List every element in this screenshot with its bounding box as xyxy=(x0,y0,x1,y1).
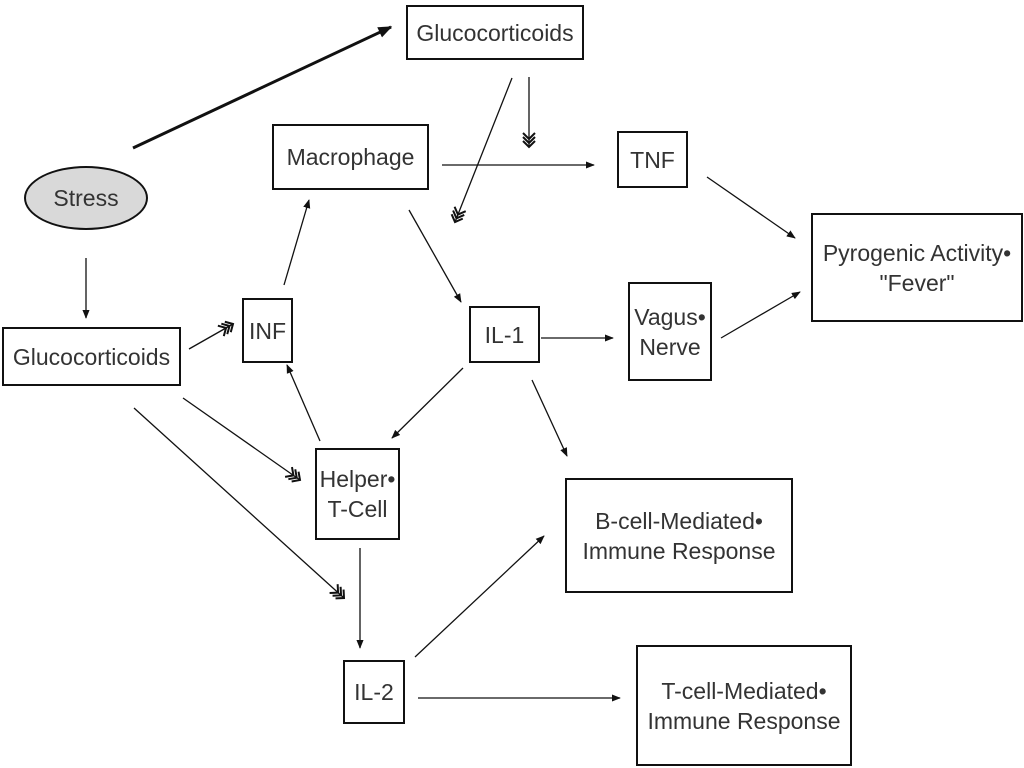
glucocorticoids-left-node: Glucocorticoids xyxy=(2,327,181,386)
helper-line2: T-Cell xyxy=(327,496,388,522)
arrow-line xyxy=(408,209,462,303)
edge-gluco_left-to-inf xyxy=(188,320,235,350)
bcell-line2: Immune Response xyxy=(582,537,776,564)
arrow-line xyxy=(286,364,321,442)
b-cell-mediated-node: B-cell-Mediated• Immune Response xyxy=(565,478,793,593)
edge-gluco_top-to-macrophage_tnf_path xyxy=(522,77,536,149)
stress-node: Stress xyxy=(24,166,148,230)
inhibit-mark xyxy=(335,589,346,600)
arrow-line xyxy=(720,291,801,339)
vagus-line2: Nerve xyxy=(639,333,701,360)
il2-node: IL-2 xyxy=(343,660,405,724)
inhibit-mark xyxy=(217,324,228,337)
inhibit-mark xyxy=(329,584,340,595)
macrophage-node: Macrophage xyxy=(272,124,429,190)
edge-stress-to-gluco_top xyxy=(132,25,393,150)
edge-gluco_top-to-macrophage_il1_path xyxy=(450,77,513,224)
pyrogenic-line2: "Fever" xyxy=(879,269,955,296)
helper-t-cell-node: Helper• T-Cell xyxy=(315,448,400,540)
vagus-line1: Vagus• xyxy=(634,303,706,330)
inhibit-mark xyxy=(522,136,536,145)
edge-vagus-to-pyrogenic xyxy=(720,291,801,339)
edge-tnf-to-pyrogenic xyxy=(706,176,796,239)
inf-node: INF xyxy=(242,298,293,363)
inf-label: INF xyxy=(248,317,287,344)
inhibit-mark xyxy=(453,206,467,216)
pyrogenic-activity-node: Pyrogenic Activity• "Fever" xyxy=(811,213,1023,322)
edge-inf-to-macrophage xyxy=(283,199,311,286)
edge-il2-to-bcell xyxy=(414,535,545,658)
inhibit-line xyxy=(133,407,345,599)
inhibit-mark xyxy=(291,471,302,483)
helper-line1: Helper• xyxy=(319,466,396,492)
tcell-line2: Immune Response xyxy=(647,707,841,734)
t-cell-mediated-node: T-cell-Mediated• Immune Response xyxy=(636,645,852,766)
macrophage-label: Macrophage xyxy=(286,144,415,170)
tnf-label: TNF xyxy=(630,146,675,173)
tcell-line1: T-cell-Mediated• xyxy=(661,677,827,704)
inhibit-mark xyxy=(450,213,464,224)
inhibit-mark xyxy=(522,140,536,149)
arrow-line xyxy=(391,367,464,439)
inhibit-mark xyxy=(284,466,295,478)
inhibit-mark xyxy=(452,210,465,220)
inhibit-mark xyxy=(332,586,343,597)
edge-helper-to-inf xyxy=(286,364,321,442)
stress-label: Stress xyxy=(53,184,119,211)
edge-gluco_left-to-il2 xyxy=(133,407,346,600)
inhibit-mark xyxy=(224,320,235,333)
glucocorticoids-left-label: Glucocorticoids xyxy=(12,343,171,370)
inhibit-mark xyxy=(221,322,231,335)
arrow-line xyxy=(132,25,393,150)
arrow-line xyxy=(414,535,545,658)
edge-macrophage-to-il1 xyxy=(408,209,462,303)
il1-node: IL-1 xyxy=(469,306,540,363)
edge-il1-to-bcell xyxy=(531,379,568,457)
vagus-nerve-node: Vagus• Nerve xyxy=(628,282,712,381)
arrow-line xyxy=(531,379,568,457)
glucocorticoids-top-label: Glucocorticoids xyxy=(416,19,574,46)
inhibit-line xyxy=(454,77,513,223)
inhibit-line xyxy=(182,397,301,481)
pyrogenic-line1: Pyrogenic Activity• xyxy=(822,239,1012,266)
inhibit-mark xyxy=(522,132,536,141)
edge-il1-to-helper xyxy=(391,367,464,439)
il1-label: IL-1 xyxy=(484,321,525,348)
arrow-line xyxy=(706,176,796,239)
edge-gluco_left-to-helper xyxy=(182,397,302,483)
glucocorticoids-top-node: Glucocorticoids xyxy=(406,5,584,60)
il2-label: IL-2 xyxy=(354,679,394,705)
bcell-line1: B-cell-Mediated• xyxy=(595,507,763,534)
tnf-node: TNF xyxy=(617,131,688,188)
inhibit-mark xyxy=(288,469,298,481)
arrow-line xyxy=(283,199,311,286)
